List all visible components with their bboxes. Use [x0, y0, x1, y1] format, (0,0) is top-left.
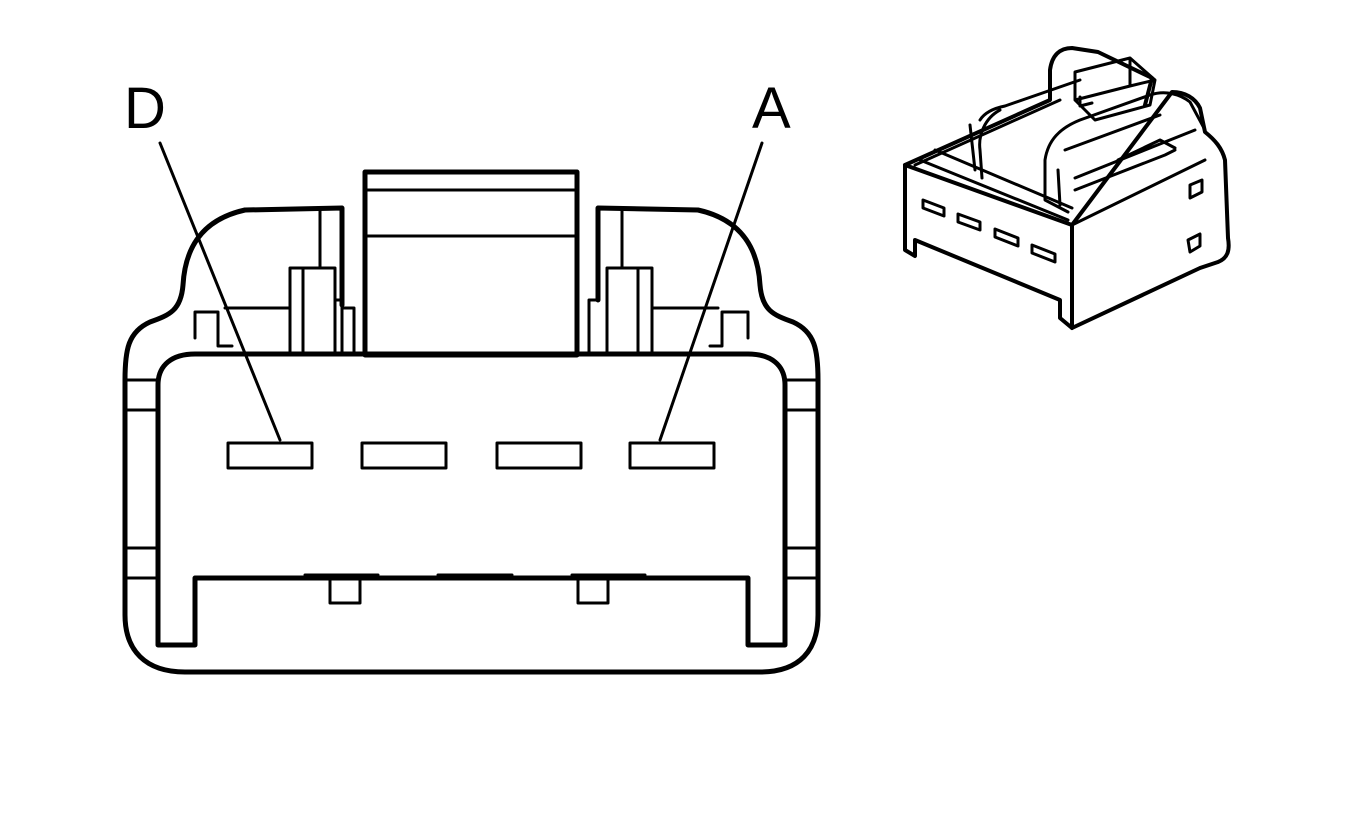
inner-face — [155, 351, 788, 648]
terminal-cavity-a — [628, 441, 716, 470]
connector-isometric-view — [903, 46, 1231, 330]
iso-side-face — [1070, 90, 1231, 330]
iso-front-top-edge — [918, 158, 1070, 222]
iso-left-body — [968, 78, 1082, 180]
center-latch — [362, 169, 580, 358]
iso-top-inner-edge — [1070, 158, 1207, 227]
iso-top-edge — [913, 98, 1062, 167]
connector-face-view — [122, 141, 821, 675]
iso-top-face — [903, 46, 1154, 167]
terminal-cavity-b — [495, 441, 583, 470]
iso-terminal-cavities — [921, 198, 1057, 264]
bottom-keys — [303, 573, 647, 605]
iso-right-rib — [1186, 178, 1204, 254]
iso-right-body — [1043, 91, 1207, 214]
terminal-cavity-d — [226, 441, 314, 470]
leader-line-d — [158, 141, 282, 442]
terminal-cavities — [226, 441, 716, 470]
left-latch-guide — [193, 208, 356, 356]
pin-label-a: A — [752, 76, 791, 141]
side-ribs — [123, 378, 820, 580]
terminal-cavity-c — [360, 441, 448, 470]
right-latch-guide — [587, 208, 750, 356]
housing-top-left-edge — [242, 205, 345, 308]
housing-outline — [122, 205, 821, 675]
iso-front-top-edge-2 — [933, 148, 1074, 210]
iso-front-face — [903, 163, 1074, 330]
pin-label-d: D — [124, 76, 166, 141]
iso-center-latch — [1073, 56, 1157, 122]
leader-line-a — [658, 141, 764, 442]
